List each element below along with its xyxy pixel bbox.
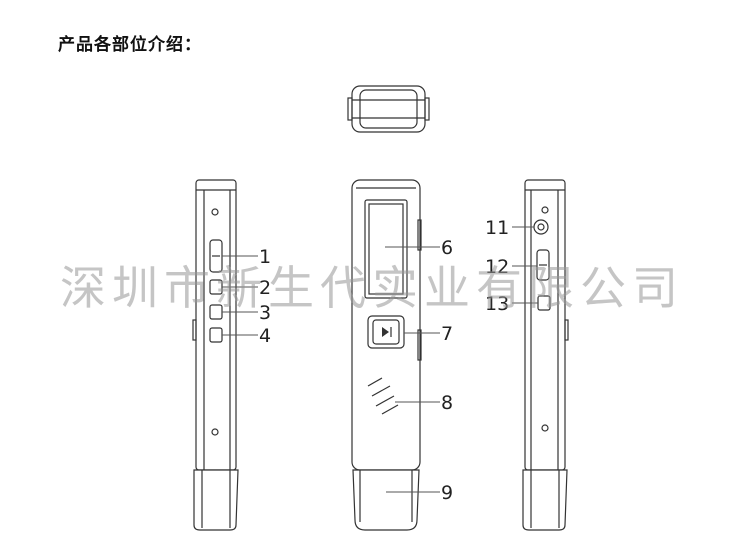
- callout-12: 12: [485, 256, 509, 278]
- button-4: [209, 327, 223, 343]
- callout-11: 11: [485, 217, 509, 239]
- button-2: [209, 279, 223, 295]
- display-screen: [364, 199, 408, 299]
- port-13: [537, 295, 551, 311]
- device-right-side-view: [522, 179, 569, 531]
- callout-1: 1: [259, 246, 271, 268]
- device-front-view: [351, 179, 422, 531]
- page-title: 产品各部位介绍：: [58, 35, 202, 55]
- headphone-jack: [533, 219, 549, 235]
- speaker-grille: [367, 377, 399, 415]
- callout-2: 2: [259, 277, 271, 299]
- play-pause-icon: [382, 327, 389, 337]
- callout-6: 6: [441, 237, 453, 259]
- callout-8: 8: [441, 392, 453, 414]
- device-left-side-view: [192, 179, 239, 531]
- button-3: [209, 304, 223, 320]
- device-top-view: [347, 85, 430, 133]
- leader-lines: [222, 226, 538, 493]
- callout-3: 3: [259, 302, 271, 324]
- callout-7: 7: [441, 323, 453, 345]
- callout-4: 4: [259, 325, 271, 347]
- callout-13: 13: [485, 293, 509, 315]
- callout-9: 9: [441, 482, 453, 504]
